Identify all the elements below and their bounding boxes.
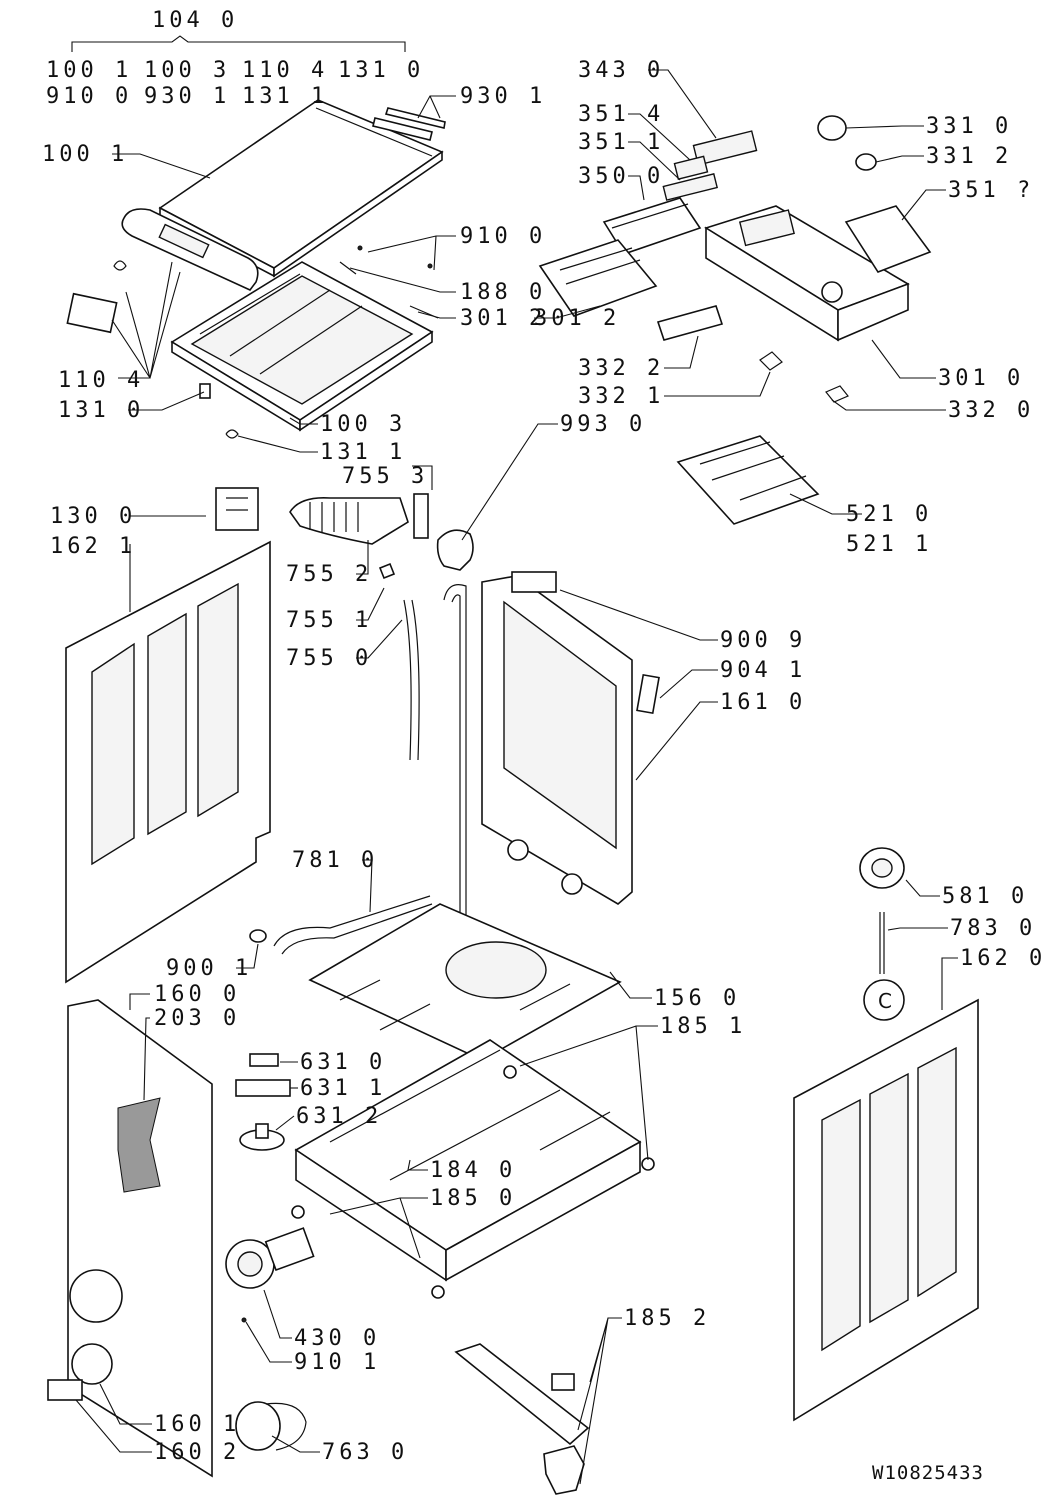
callout-900-9: 900 9 xyxy=(720,628,807,653)
fill-hose-part xyxy=(436,529,474,571)
callout-301-0: 301 0 xyxy=(938,366,1025,391)
callout-188-0: 188 0 xyxy=(460,280,547,305)
callout-521-1: 521 1 xyxy=(846,532,933,557)
callout-331-2: 331 2 xyxy=(926,144,1013,169)
callout-351-4: 351 4 xyxy=(578,102,665,127)
hose-part xyxy=(378,562,420,761)
dispenser-part xyxy=(676,435,820,525)
rear-panel-part xyxy=(481,571,660,905)
button-strips xyxy=(656,305,849,403)
lid-hinge-bar-part xyxy=(372,107,446,141)
document-id: W10825433 xyxy=(872,1462,984,1484)
display-part xyxy=(692,130,758,166)
callout-783-0: 783 0 xyxy=(950,916,1037,941)
callout-185-2: 185 2 xyxy=(624,1306,711,1331)
pcb-parts-631 xyxy=(235,1053,291,1151)
callout-130-0: 130 0 xyxy=(50,504,137,529)
lid-front-panel-part xyxy=(121,208,259,291)
callout-131-1: 131 1 xyxy=(320,440,407,465)
callout-332-1: 332 1 xyxy=(578,384,665,409)
callout-161-0: 161 0 xyxy=(720,690,807,715)
callout-301-2: 301 2 xyxy=(460,306,547,331)
callout-301-2-right: 301 2 xyxy=(534,306,621,331)
callout-521-0: 521 0 xyxy=(846,502,933,527)
callout-763-0: 763 0 xyxy=(322,1440,409,1465)
callout-203-0: 203 0 xyxy=(154,1006,241,1031)
callout-162-0: 162 0 xyxy=(960,946,1047,971)
callout-910-0-top: 910 0 xyxy=(46,84,133,109)
filter-cap-part xyxy=(47,1343,113,1401)
callout-185-0: 185 0 xyxy=(430,1186,517,1211)
pcb-housing-part xyxy=(538,239,658,317)
callout-581-0: 581 0 xyxy=(942,884,1029,909)
callout-631-2: 631 2 xyxy=(296,1104,383,1129)
callout-430-0: 430 0 xyxy=(294,1326,381,1351)
side-panel-right-part xyxy=(793,998,979,1422)
callout-993-0: 993 0 xyxy=(560,412,647,437)
callout-156-0: 156 0 xyxy=(654,986,741,1011)
bellows-part xyxy=(289,493,429,545)
filter-part xyxy=(235,1401,307,1451)
callout-100-3-top: 100 3 xyxy=(144,58,231,83)
door-lock-part xyxy=(215,487,259,531)
callout-100-1-top: 100 1 xyxy=(46,58,133,83)
callout-131-1-top: 131 1 xyxy=(242,84,329,109)
callout-184-0: 184 0 xyxy=(430,1158,517,1183)
callout-900-1: 900 1 xyxy=(166,956,253,981)
handle-part xyxy=(66,260,127,334)
front-panel-part xyxy=(67,999,213,1478)
base-tray-part xyxy=(308,903,622,1061)
callout-910-1: 910 1 xyxy=(294,1350,381,1375)
callout-930-1-top: 930 1 xyxy=(144,84,231,109)
callout-332-0: 332 0 xyxy=(948,398,1035,423)
callout-162-1: 162 1 xyxy=(50,534,137,559)
callout-343-0: 343 0 xyxy=(578,58,665,83)
control-console-part xyxy=(704,205,910,342)
callout-755-3: 755 3 xyxy=(342,464,429,489)
callout-131-0: 131 0 xyxy=(58,398,145,423)
small-plug-part xyxy=(249,929,267,943)
callout-104-0: 104 0 xyxy=(152,8,239,33)
callout-332-2: 332 2 xyxy=(578,356,665,381)
callout-755-0: 755 0 xyxy=(286,646,373,671)
bracket-104-0 xyxy=(71,35,406,52)
callout-631-1: 631 1 xyxy=(300,1076,387,1101)
pump-part xyxy=(225,1227,315,1323)
callout-185-1: 185 1 xyxy=(660,1014,747,1039)
keypad-parts xyxy=(662,155,719,201)
callout-160-2: 160 2 xyxy=(154,1440,241,1465)
pulley-part xyxy=(859,847,905,1021)
c-mark: C xyxy=(878,989,892,1013)
callout-350-0: 350 0 xyxy=(578,164,665,189)
leg-parts-185-2 xyxy=(454,1343,590,1495)
callout-910-0: 910 0 xyxy=(460,224,547,249)
leader-lines xyxy=(75,69,958,1485)
callout-160-1: 160 1 xyxy=(154,1412,241,1437)
bracket-351-part xyxy=(844,205,932,273)
drain-tube-part xyxy=(273,584,467,955)
callout-110-4: 110 4 xyxy=(58,368,145,393)
callout-100-1: 100 1 xyxy=(42,142,129,167)
callout-160-0: 160 0 xyxy=(154,982,241,1007)
callout-100-3: 100 3 xyxy=(320,412,407,437)
callout-755-2: 755 2 xyxy=(286,562,373,587)
callout-331-0: 331 0 xyxy=(926,114,1013,139)
callout-110-4-top: 110 4 xyxy=(242,58,329,83)
callout-131-0-top: 131 0 xyxy=(338,58,425,83)
callout-930-1: 930 1 xyxy=(460,84,547,109)
knob-part xyxy=(817,115,877,171)
callout-351-1: 351 1 xyxy=(578,130,665,155)
callout-351-7: 351 ? xyxy=(948,178,1035,203)
top-frame-part xyxy=(170,261,434,432)
side-panel-left-part xyxy=(65,540,271,984)
callout-781-0: 781 0 xyxy=(292,848,379,873)
callout-755-1: 755 1 xyxy=(286,608,373,633)
chassis-part xyxy=(291,1039,655,1299)
callout-904-1: 904 1 xyxy=(720,658,807,683)
callout-631-0: 631 0 xyxy=(300,1050,387,1075)
